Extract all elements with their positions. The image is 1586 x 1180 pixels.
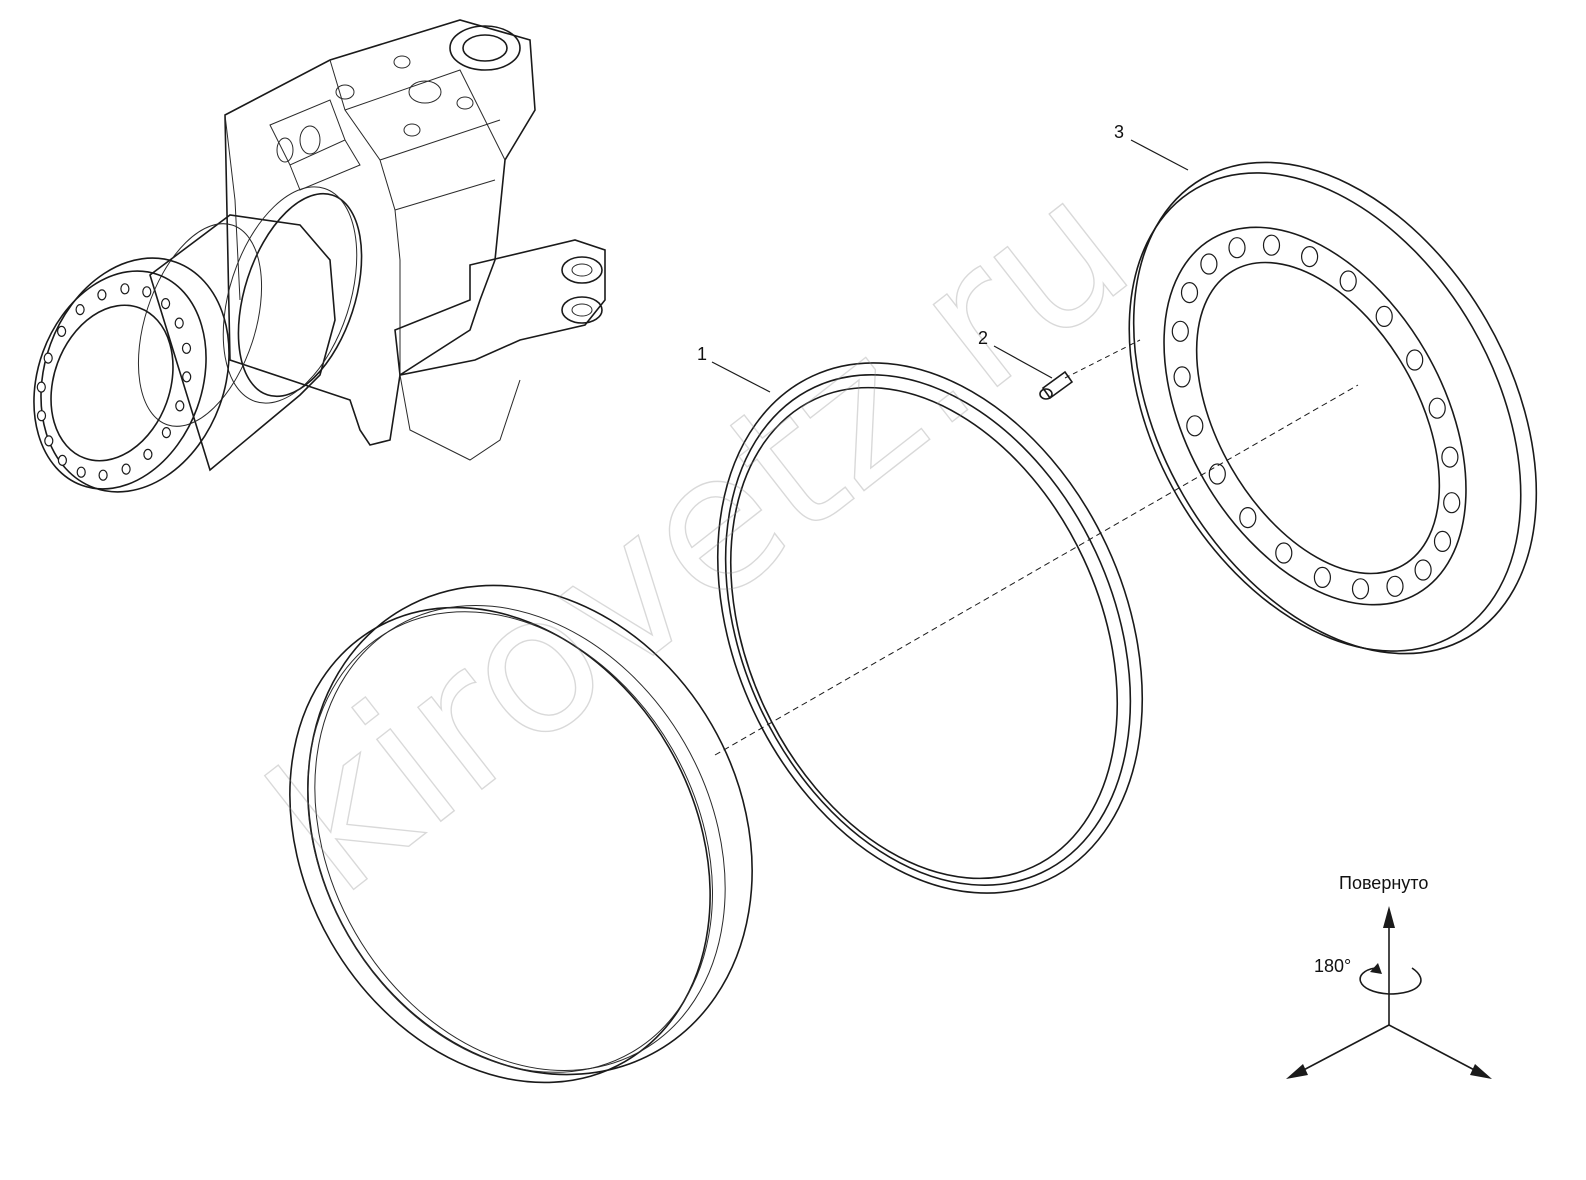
bolt-hole [57,454,68,466]
bolt-hole [36,381,46,393]
bolt-hole [1414,559,1432,581]
bolt-hole [1200,253,1218,275]
watermark-text: kirovetz.ru [232,136,1168,935]
flange-bolt-holes [1171,234,1461,600]
bolt-hole [1406,349,1424,371]
callout-1-number: 1 [697,344,707,364]
callout-3: 3 [1114,122,1189,171]
bolt-hole [161,427,171,439]
bolt-hole [75,304,85,316]
bolt-hole [1313,566,1332,589]
arrow-up-icon [1383,906,1395,928]
bolt-hole [1239,506,1257,529]
bolt-hole [98,469,108,481]
bolt-hole [44,435,54,447]
bolt-hole [1386,575,1404,597]
arrow-right-icon [1470,1064,1492,1079]
bolt-hole [1433,530,1452,553]
bolt-hole [142,286,152,298]
bolt-hole [120,283,130,295]
bolt-hole [161,298,171,310]
bolt-hole [1339,270,1357,292]
part-1-seal-ring [716,362,1144,894]
bolt-hole [1275,542,1293,564]
bolt-hole [175,400,185,412]
callout-2-number: 2 [978,328,988,348]
bolt-hole [1262,234,1281,256]
bolt-hole [1171,320,1189,342]
callout-1: 1 [697,344,771,393]
bolt-hole [1228,237,1246,259]
orientation-caption: Повернуто [1339,873,1428,893]
bolt-hole [1443,492,1461,514]
bolt-hole [1180,282,1199,304]
bolt-hole [1173,366,1191,388]
bolt-hole [1428,397,1446,419]
bolt-hole [1375,305,1393,327]
bolt-hole [36,410,47,422]
bolt-hole [43,352,53,364]
rotation-arrow-icon [1359,967,1422,995]
spindle-flange-bolt-holes [36,283,192,481]
orientation-angle: 180° [1314,956,1351,976]
bolt-hole [181,342,192,354]
orientation-indicator: Повернуто 180° [1286,873,1492,1079]
axis-centerline [714,384,1359,756]
bolt-hole [1441,446,1459,468]
arrow-left-icon [1286,1064,1308,1079]
part-2-pin [1039,370,1074,400]
bolt-hole [174,317,184,329]
ring-band [289,584,753,1084]
bolt-hole [1300,246,1319,268]
callout-3-number: 3 [1114,122,1124,142]
bolt-hole [121,463,131,475]
part-3-flange [1128,161,1538,655]
bolt-hole [56,325,67,337]
bolt-hole [76,466,86,478]
bolt-hole [97,289,107,301]
knuckle-assembly [33,19,606,493]
callout-2: 2 [978,328,1053,379]
bolt-hole [182,371,192,383]
bolt-hole [143,448,153,460]
bolt-hole [1208,463,1226,485]
bolt-hole [1351,578,1370,600]
bolt-hole [1186,415,1204,437]
